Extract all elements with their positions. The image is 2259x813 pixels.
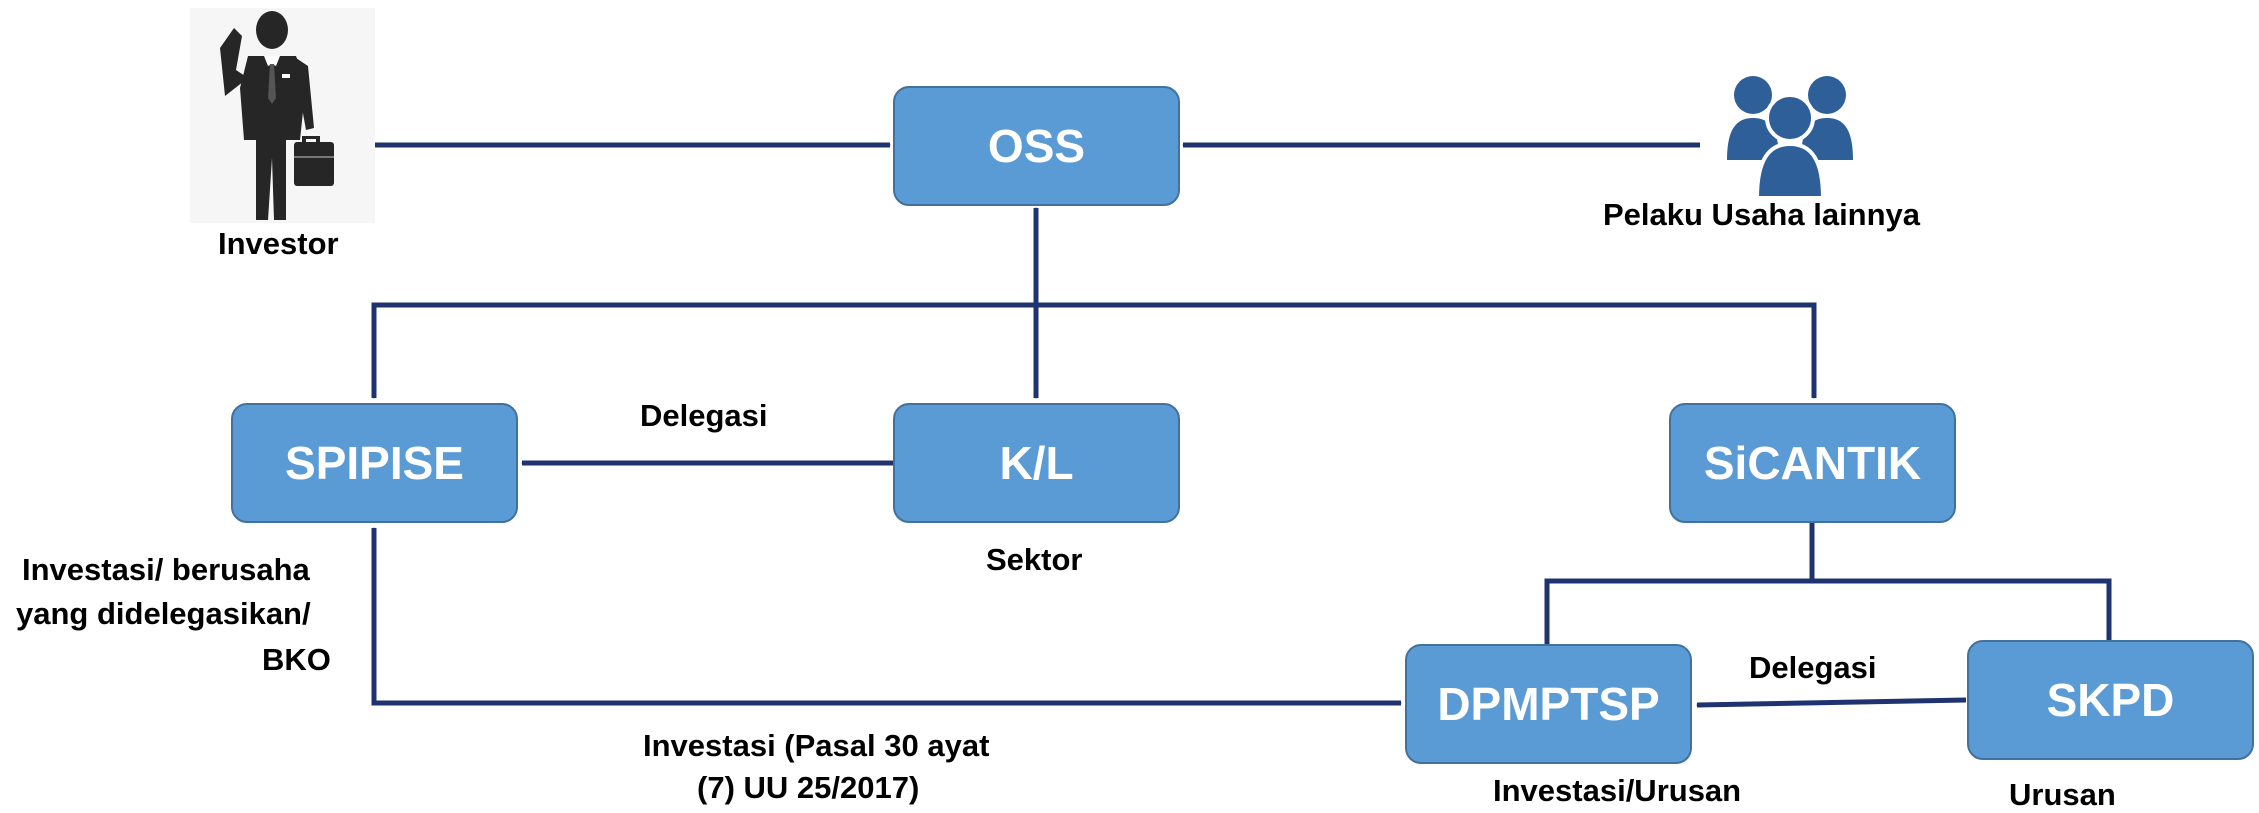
node-spipise: SPIPISE bbox=[231, 403, 518, 523]
label-delegasi-kl: Delegasi bbox=[640, 398, 768, 433]
people-group-icon bbox=[1727, 76, 1853, 200]
label-urusan: Urusan bbox=[2009, 777, 2116, 812]
node-dpmptsp: DPMPTSP bbox=[1405, 644, 1692, 764]
label-investasi-bko-1: Investasi/ berusaha bbox=[22, 552, 310, 587]
connector-distribution bbox=[371, 302, 1817, 398]
businessman-icon bbox=[190, 8, 375, 223]
node-skpd: SKPD bbox=[1967, 640, 2254, 760]
label-investasi-urusan: Investasi/Urusan bbox=[1493, 773, 1742, 808]
node-sicantik: SiCANTIK bbox=[1669, 403, 1956, 523]
label-investor: Investor bbox=[218, 226, 339, 261]
label-pasal-1: Investasi (Pasal 30 ayat bbox=[643, 728, 990, 763]
arrow-spipise-dpmptsp bbox=[371, 528, 1401, 706]
label-pasal-2: (7) UU 25/2017) bbox=[697, 770, 920, 805]
connector-sicantik-branch bbox=[1544, 578, 2112, 644]
label-delegasi-skpd: Delegasi bbox=[1749, 650, 1877, 685]
arrow-skpd-to-dpmptsp bbox=[1697, 697, 1967, 708]
node-oss: OSS bbox=[893, 86, 1180, 206]
label-investasi-bko-2: yang didelegasikan/ bbox=[16, 596, 311, 631]
label-pelaku-usaha: Pelaku Usaha lainnya bbox=[1603, 197, 1921, 232]
label-investasi-bko-3: BKO bbox=[262, 642, 331, 677]
node-kl: K/L bbox=[893, 403, 1180, 523]
label-sektor: Sektor bbox=[986, 542, 1083, 577]
